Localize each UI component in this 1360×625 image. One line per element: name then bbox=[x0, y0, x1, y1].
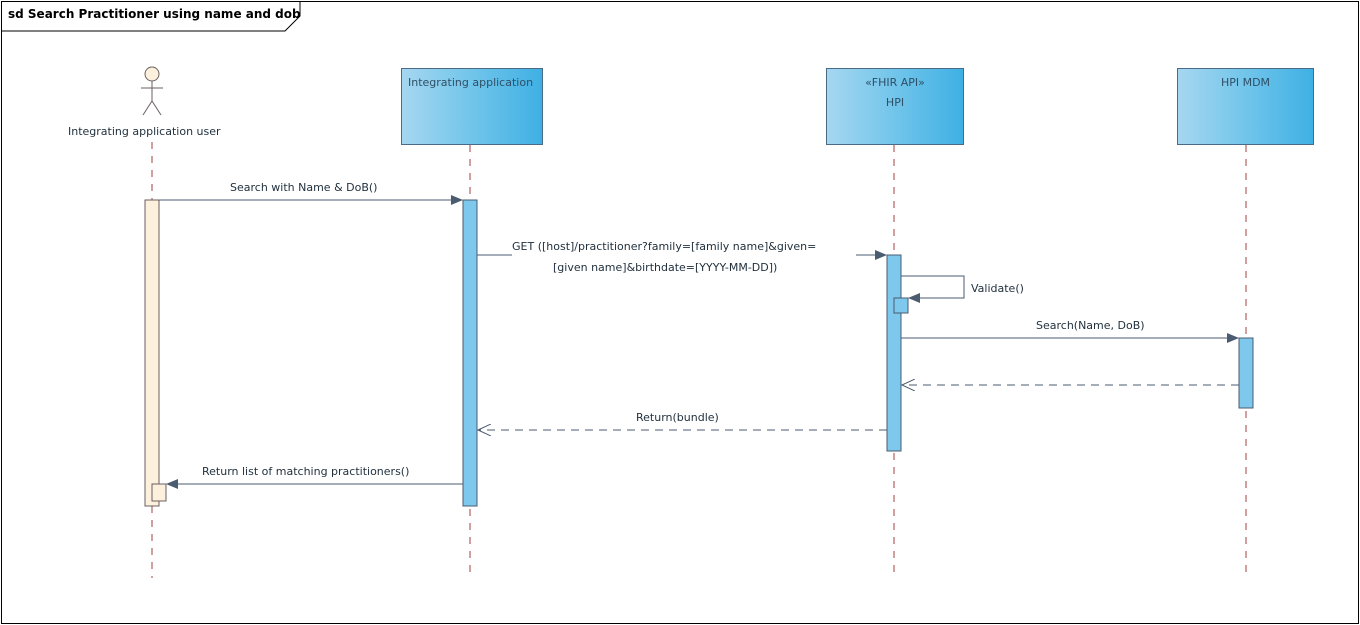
actor-stick-figure-icon bbox=[141, 66, 163, 116]
msg-mdm-search-label: Search(Name, DoB) bbox=[1036, 319, 1145, 332]
hpi-stereotype-label: «FHIR API» bbox=[865, 76, 925, 89]
frame-tab bbox=[1, 1, 301, 32]
actor-activation bbox=[144, 199, 160, 507]
msg-get-label-line2: [given name]&birthdate=[YYYY-MM-DD]) bbox=[553, 261, 778, 274]
msg-return-list-label: Return list of matching practitioners() bbox=[202, 465, 410, 478]
msg-validate-arrow bbox=[901, 275, 965, 303]
mdm-lifeline-label: HPI MDM bbox=[1220, 76, 1271, 89]
hpi-lifeline-label: HPI bbox=[885, 96, 905, 109]
actor-label: Integrating application user bbox=[68, 125, 221, 138]
app-lifeline-label: Integrating application bbox=[408, 76, 534, 89]
app-lifeline-box: Integrating application bbox=[401, 68, 543, 145]
msg-search-label: Search with Name & DoB() bbox=[230, 181, 378, 194]
mdm-lifeline-box: HPI MDM bbox=[1177, 68, 1314, 145]
hpi-activation bbox=[886, 254, 902, 452]
app-activation bbox=[462, 199, 478, 507]
msg-get-label-line1: GET ([host]/practitioner?family=[family … bbox=[512, 240, 817, 253]
hpi-lifeline-box: «FHIR API» HPI bbox=[826, 68, 964, 145]
actor-nested-activation bbox=[151, 483, 167, 502]
msg-bundle-return-label: Return(bundle) bbox=[636, 411, 719, 424]
mdm-activation bbox=[1238, 337, 1254, 409]
frame-title: sd Search Practitioner using name and do… bbox=[8, 7, 301, 21]
msg-validate-label: Validate() bbox=[971, 282, 1024, 295]
hpi-nested-activation bbox=[893, 297, 909, 314]
